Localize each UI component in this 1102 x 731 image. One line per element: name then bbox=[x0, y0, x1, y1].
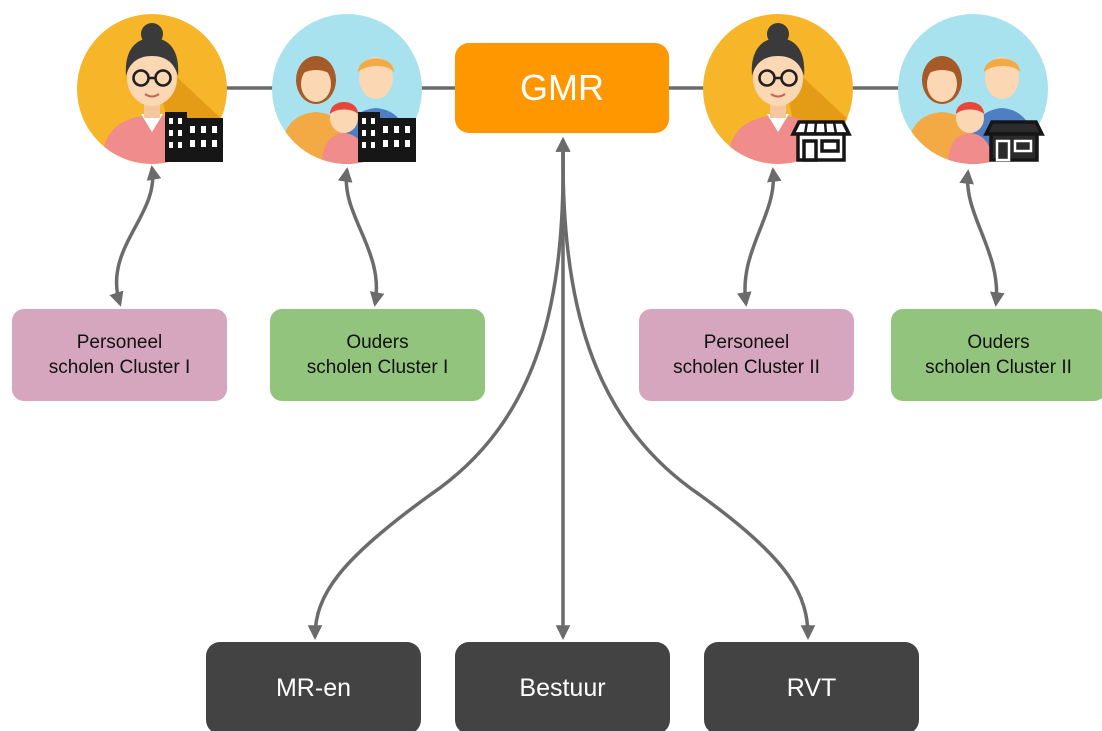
gmr-node: GMR bbox=[455, 43, 669, 133]
personeel-cluster-2-box: Personeel scholen Cluster II bbox=[639, 309, 854, 401]
family-school-icon bbox=[272, 14, 422, 164]
arrow-ouders-1 bbox=[337, 167, 385, 307]
personeel-cluster-1-box: Personeel scholen Cluster I bbox=[12, 309, 227, 401]
group-line1: Ouders bbox=[967, 332, 1030, 353]
ouders-cluster-2-box: Ouders scholen Cluster II bbox=[891, 309, 1102, 401]
group-line1: Personeel bbox=[703, 332, 790, 353]
group-line1: Personeel bbox=[76, 332, 163, 353]
gmr-label: GMR bbox=[520, 67, 604, 108]
group-line2: scholen Cluster II bbox=[925, 357, 1072, 378]
bestuur-label: Bestuur bbox=[519, 673, 606, 702]
teacher-school-icon bbox=[77, 14, 227, 164]
bestuur-box: Bestuur bbox=[455, 642, 670, 731]
mr-en-label: MR-en bbox=[275, 673, 351, 702]
arrow-ouders-2 bbox=[959, 169, 1005, 307]
arrow-rvt bbox=[555, 137, 816, 640]
rvt-box: RVT bbox=[704, 642, 919, 731]
group-line2: scholen Cluster I bbox=[306, 357, 449, 378]
arrow-personeel-1 bbox=[109, 165, 162, 307]
mr-en-box: MR-en bbox=[206, 642, 421, 731]
group-line1: Ouders bbox=[346, 332, 409, 353]
teacher-store-icon bbox=[703, 14, 853, 164]
group-line2: scholen Cluster I bbox=[48, 357, 191, 378]
group-line2: scholen Cluster II bbox=[673, 357, 820, 378]
ouders-cluster-1-box: Ouders scholen Cluster I bbox=[270, 309, 485, 401]
family-store-icon bbox=[898, 14, 1048, 164]
arrow-personeel-2 bbox=[737, 167, 782, 307]
rvt-label: RVT bbox=[786, 673, 837, 702]
